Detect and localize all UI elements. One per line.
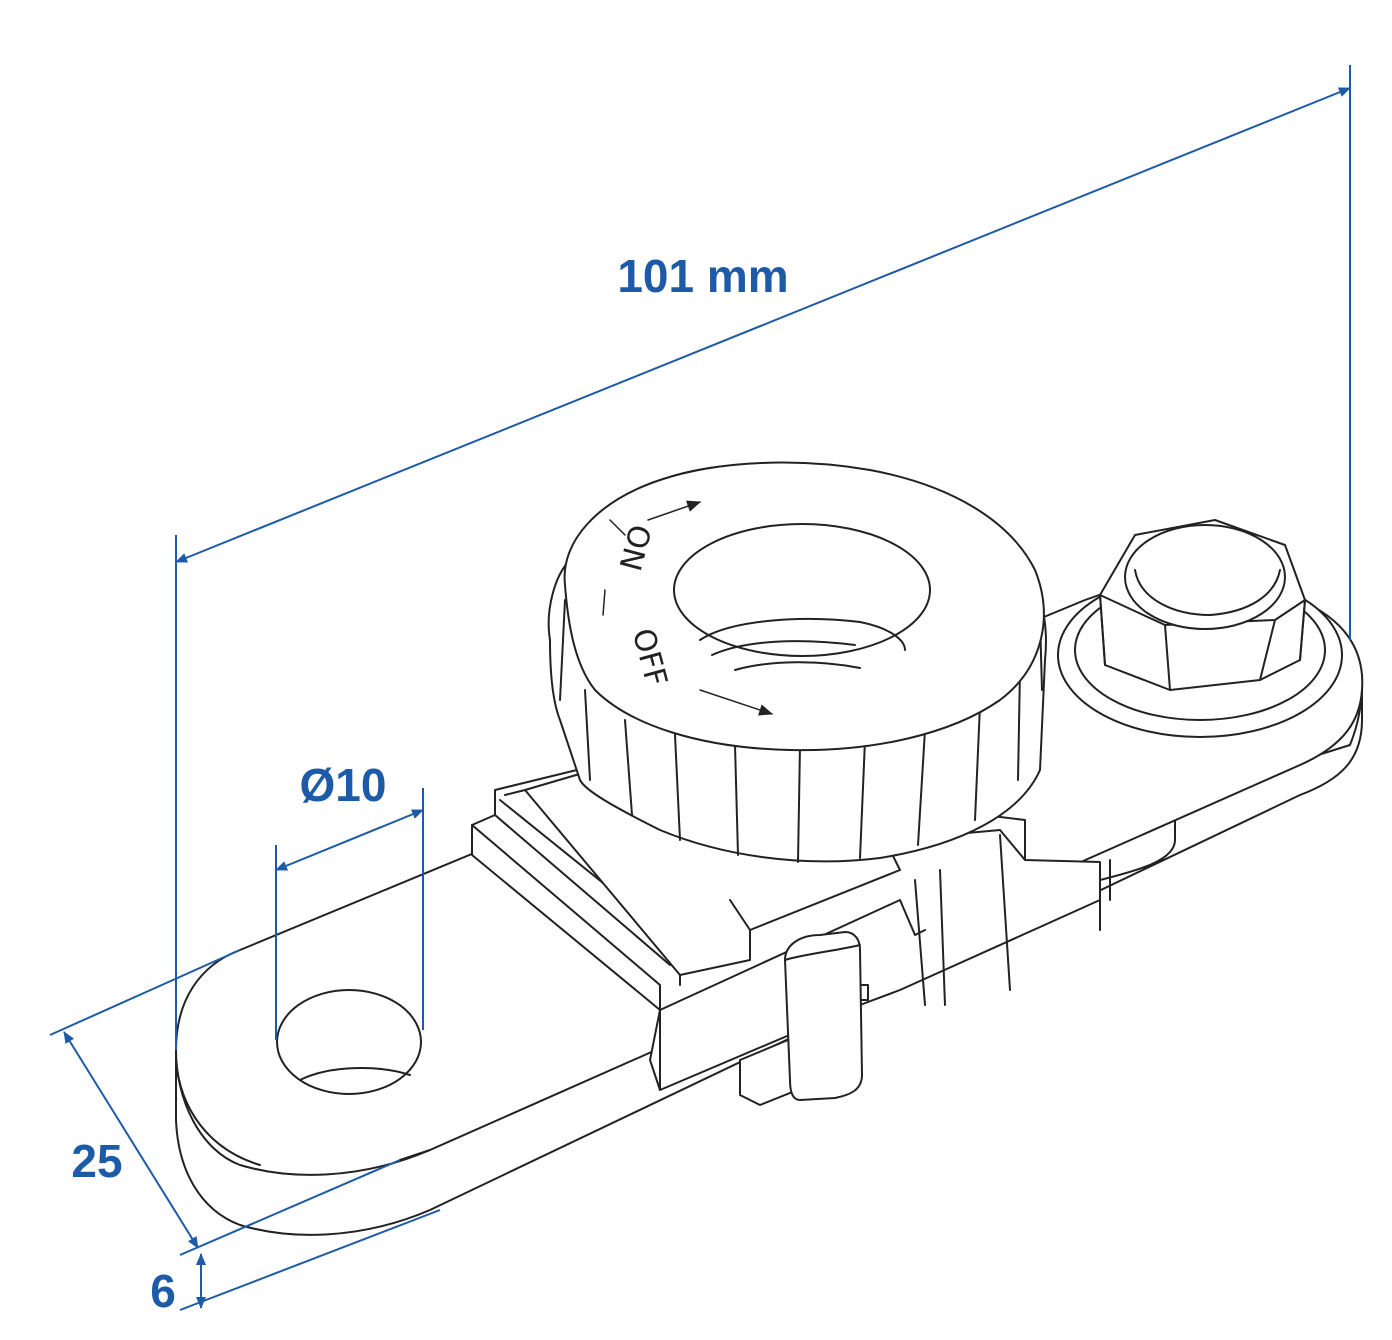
hole-diameter-label: Ø10 [300, 759, 387, 811]
length-dimension-line [175, 87, 1351, 563]
width-dimension-line [63, 1031, 199, 1249]
width-dimension-label: 25 [71, 1135, 122, 1187]
knob: ON OFF [547, 461, 1047, 863]
thickness-dimension-label: 6 [150, 1265, 176, 1317]
latch-tab [784, 931, 869, 1101]
hex-bolt [1057, 519, 1343, 738]
hole-diameter-dimension-line [275, 809, 424, 871]
length-dimension-label: 101 mm [617, 250, 788, 302]
dimension-lines [49, 65, 1351, 1311]
mounting-hole [276, 989, 422, 1095]
